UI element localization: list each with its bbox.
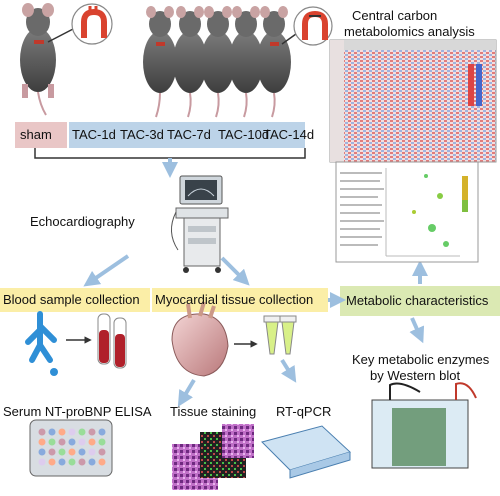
- tissue-stain-images: [172, 424, 254, 490]
- group-label-tac3: TAC-3d: [120, 127, 164, 142]
- group-label-tac10: TAC-10d: [218, 127, 270, 142]
- myocardial-highlight: [152, 288, 328, 312]
- heart-icon: [171, 301, 229, 377]
- blood-tubes-icon: [97, 313, 127, 369]
- sham-mouse-icon: [20, 3, 56, 116]
- tac-mice-icon: [143, 6, 291, 118]
- elisa-plate-icon: [29, 419, 113, 477]
- western-blot-tank-icon: [371, 382, 477, 469]
- metabolomics-heatmap: [329, 39, 497, 163]
- group-label-sham: sham: [20, 127, 52, 142]
- sample-tubes-icon: [263, 315, 297, 355]
- pathway-enrichment-plot: [335, 161, 479, 263]
- qpcr-plate-icon: [261, 425, 351, 479]
- blood-vessel-icon: [25, 311, 58, 376]
- metabolic-highlight: [340, 286, 500, 316]
- group-label-tac1: TAC-1d: [72, 127, 116, 142]
- sham-band: [15, 122, 67, 148]
- blood-highlight: [0, 288, 150, 312]
- echocardiography-label: Echocardiography: [30, 214, 135, 229]
- aorta-icon-sham: [71, 3, 113, 45]
- rt-qpcr-label: RT-qPCR: [276, 404, 332, 419]
- group-label-tac7: TAC-7d: [167, 127, 211, 142]
- myocardial-tissue-label: Myocardial tissue collection: [155, 292, 314, 307]
- central-carbon-label-2: metabolomics analysis: [344, 24, 475, 39]
- blood-sample-label: Blood sample collection: [3, 292, 140, 307]
- western-label-1: Key metabolic enzymes: [352, 352, 490, 367]
- metabolic-characteristics-label: Metabolic characteristics: [346, 293, 489, 308]
- tac-band: [69, 122, 305, 148]
- elisa-label: Serum NT-proBNP ELISA: [3, 404, 152, 419]
- central-carbon-label-1: Central carbon: [352, 8, 438, 23]
- western-label-2: by Western blot: [370, 368, 461, 383]
- group-label-tac14: TAC-14d: [263, 127, 315, 142]
- ultrasound-machine-icon: [171, 175, 229, 273]
- tissue-staining-label: Tissue staining: [170, 404, 257, 419]
- aorta-icon-tac: [293, 6, 333, 46]
